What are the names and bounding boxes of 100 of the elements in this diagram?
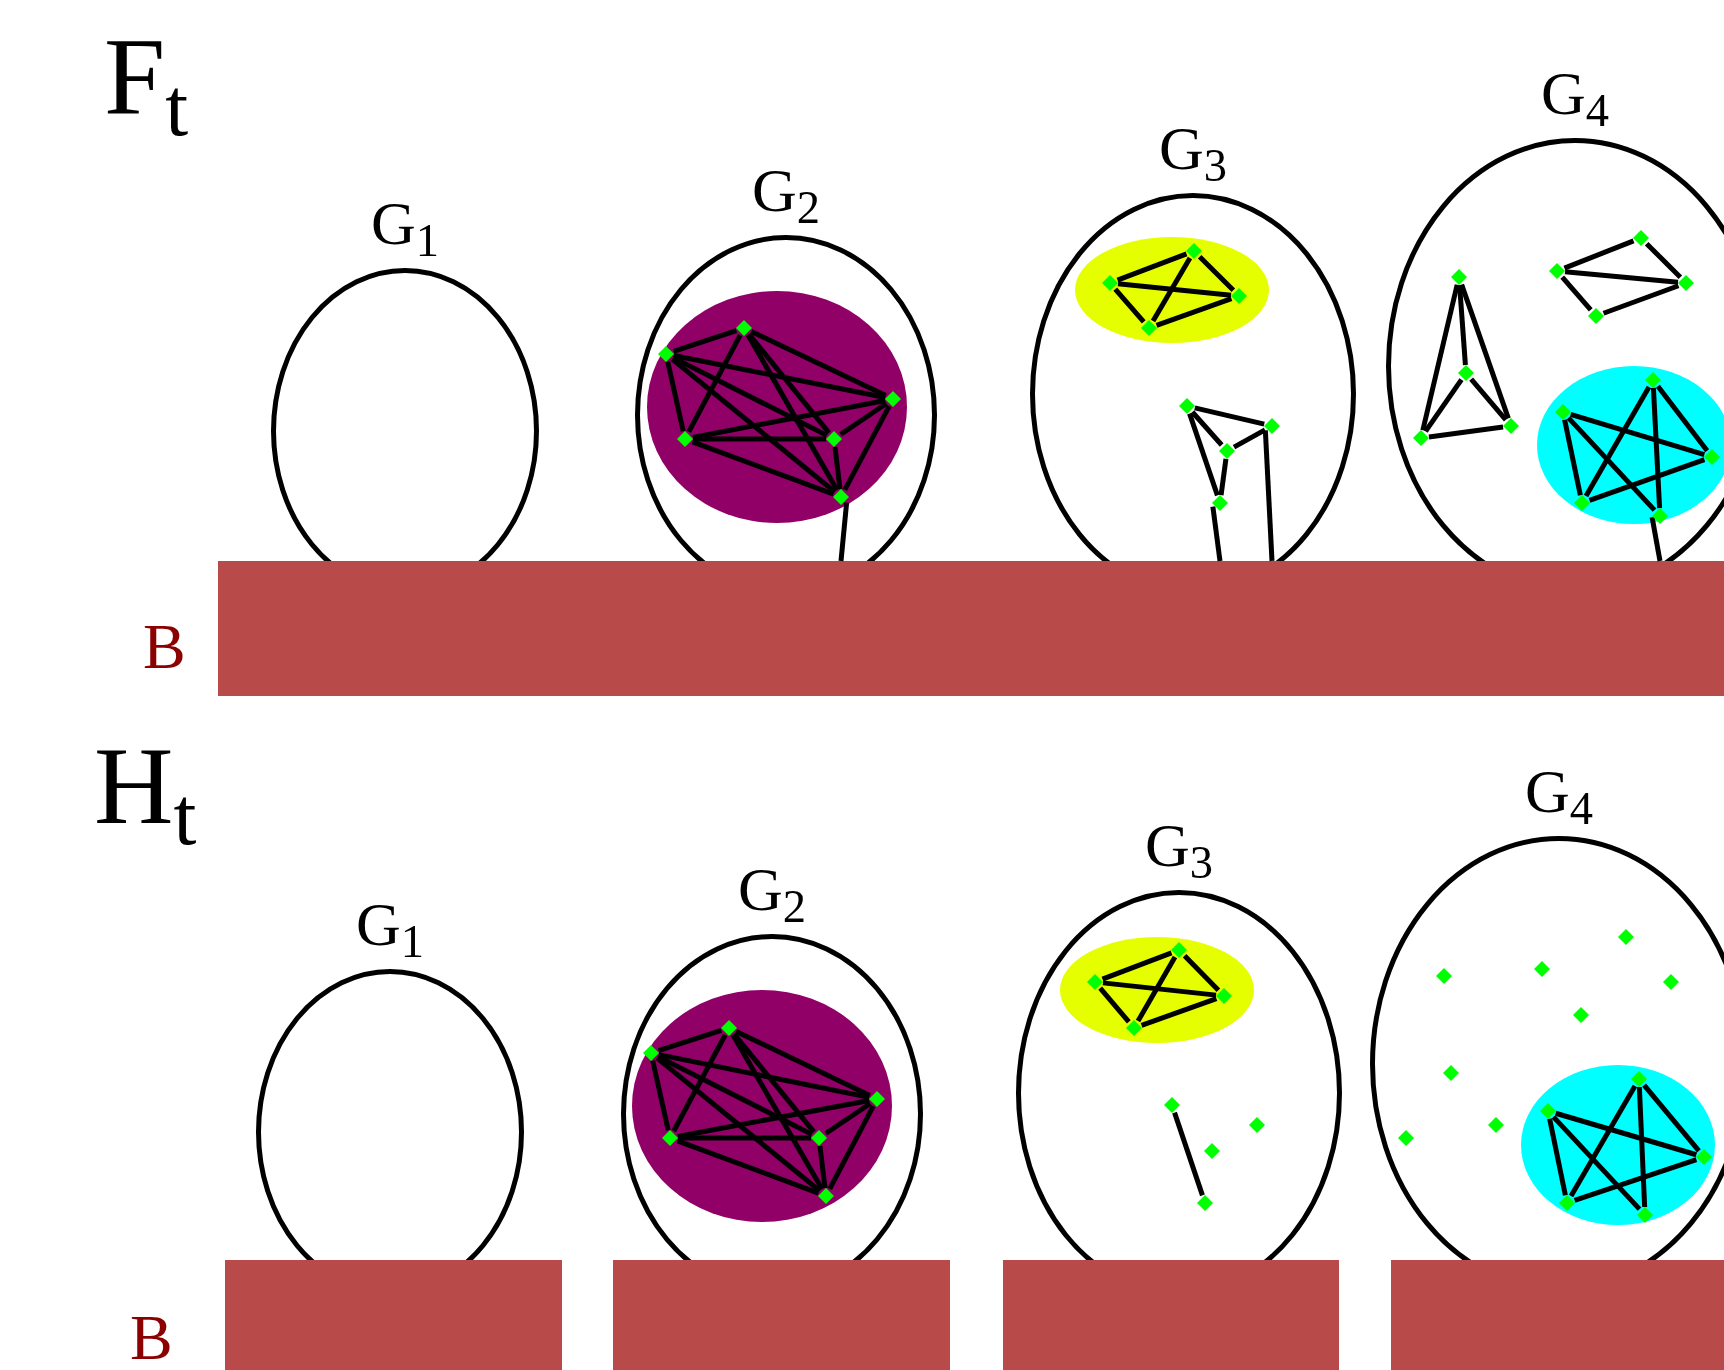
vertex-marker [1141,320,1157,336]
base-bar [613,1260,950,1370]
vertex-marker [1696,1149,1712,1165]
vertex-marker [1678,275,1694,291]
graph-edge [671,1033,728,1133]
vertex-marker [662,1130,678,1146]
graph-edge [650,1060,671,1131]
graph-edge [672,355,828,438]
graph-edge [1102,980,1217,998]
graph-edge [839,401,888,437]
graph-edge [1560,275,1593,312]
vertex-marker [1164,1097,1180,1113]
graph-edge [1116,251,1188,283]
vertex-marker [1549,263,1565,279]
vertex-marker [1179,398,1195,414]
graph-edge [1150,256,1193,323]
graph-edge [1140,996,1218,1028]
vertex-marker [1618,929,1634,945]
vertex-marker [1573,1007,1589,1023]
graph-label: G$_{4}$ [1541,62,1609,124]
vertex-marker [869,1091,885,1107]
vertex-marker [1087,974,1103,990]
graph-edge [1655,384,1710,453]
graph-edge [1135,955,1178,1023]
vertex-marker [1264,418,1280,434]
vertex-marker [1102,275,1118,291]
vertex-marker [1663,974,1679,990]
graph-edge [1423,378,1464,433]
vertex-marker [1503,418,1519,434]
graph-edge [1568,1084,1638,1198]
graph-label: G$_{2}$ [738,858,806,920]
graph-edge [1098,986,1131,1024]
vertex-marker [1219,443,1235,459]
graph-edge [1182,953,1221,993]
graph-edge [665,361,686,432]
vertex-marker [1216,988,1232,1004]
graph-edge [1113,287,1146,324]
vertex-marker [1645,372,1661,388]
vertex-marker [1555,404,1571,420]
graph-edge [1551,1115,1642,1211]
graph-edge [1642,1083,1701,1153]
graph-edge [1583,385,1652,498]
graph-edge [827,1104,876,1191]
graph-label: G$_{1}$ [356,893,424,955]
graph-edge [673,353,886,400]
graph-edge [832,446,843,490]
graph-edge [1194,405,1265,427]
graph-edge [1547,1118,1568,1196]
graph-edge [657,1028,723,1053]
graph-edge [657,1054,813,1137]
vertex-marker [885,391,901,407]
graph-edge [1636,1086,1648,1208]
graph-edge [691,439,835,497]
graph-edge [676,1138,820,1196]
graph-edge [1457,284,1468,366]
graph-edge [838,502,850,562]
graph-edge [1469,377,1508,422]
graph-edge [1573,1157,1698,1203]
graph-edge [747,332,831,435]
vertex-marker [1588,308,1604,324]
vertex-marker [1413,430,1429,446]
graph-edge [842,404,892,492]
graph-edge [1218,458,1229,496]
graph-label: G$_{4}$ [1525,760,1593,822]
graph-edge [1649,516,1663,562]
graph-edge [670,357,837,494]
graph-edge [1566,416,1657,512]
vertex-marker [1704,449,1720,465]
vertex-marker [1540,1103,1556,1119]
base-label: B [130,1306,173,1370]
graph-edge [1155,296,1233,328]
vertex-marker [658,346,674,362]
vertex-marker [1126,1020,1142,1036]
base-bar [225,1260,562,1370]
vertex-marker [1249,1117,1265,1133]
graph-edge [750,329,887,398]
graph-edge [732,1032,816,1134]
graph-edge [1459,283,1511,420]
vertex-marker [811,1130,827,1146]
graph-edge [735,1029,871,1098]
graph-edge [817,1145,828,1189]
base-label: B [143,615,186,679]
vertex-marker [1559,1195,1575,1211]
graph-edge [1172,1111,1205,1197]
graph-edge [678,1135,811,1141]
graph-edge [730,1033,825,1191]
vertex-marker [1204,1143,1220,1159]
vertex-marker [677,431,693,447]
graph-edge [745,333,840,492]
vertex-marker [1443,1065,1459,1081]
vertex-marker [1488,1117,1504,1133]
graph-label: G$_{3}$ [1159,117,1227,179]
vertex-marker [721,1020,737,1036]
vertex-marker [826,431,842,447]
vertex-marker [1451,269,1467,285]
graph-edge [1588,457,1706,503]
graph-edge [1554,1110,1698,1158]
graph-edge [1101,950,1173,982]
vertex-marker [1212,495,1228,511]
graph-edge [1562,419,1583,496]
